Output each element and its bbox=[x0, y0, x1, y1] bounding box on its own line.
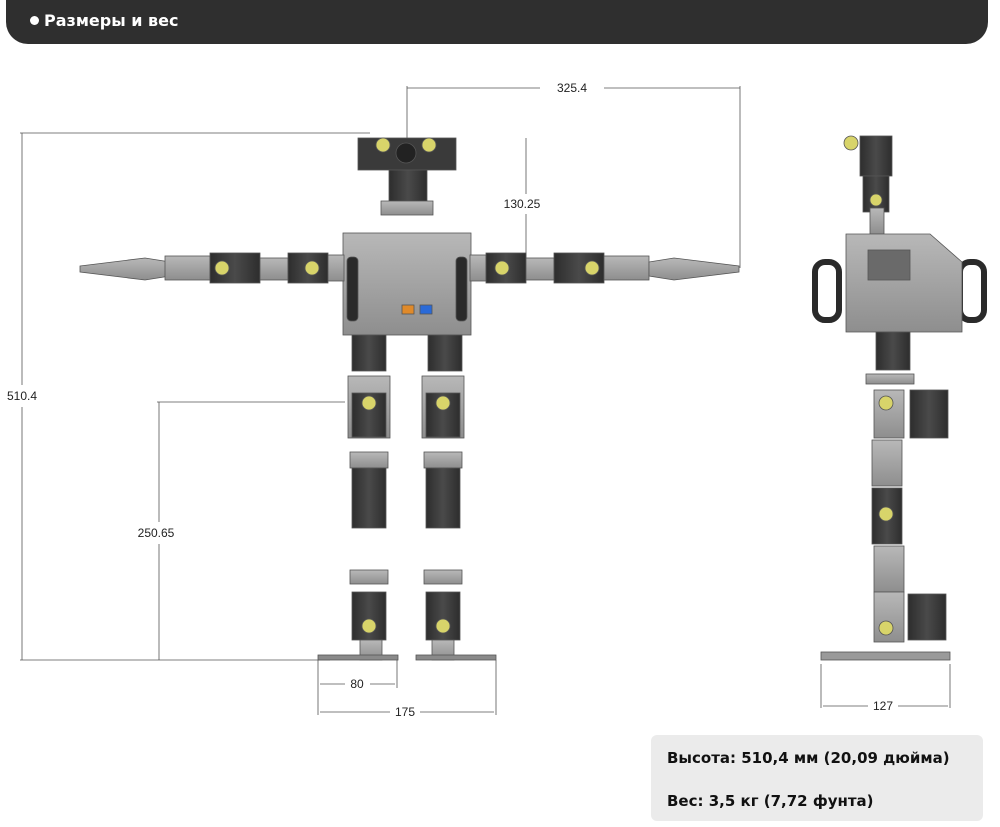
left-knee-bracket bbox=[349, 451, 389, 469]
height-spec: Высота: 510,4 мм (20,09 дюйма) bbox=[667, 749, 950, 767]
dim-leg-height-label: 250.65 bbox=[138, 526, 175, 540]
torso-handle-right bbox=[455, 256, 468, 322]
side-ankle bbox=[873, 591, 905, 643]
dimension-lines bbox=[20, 86, 951, 715]
dim-total-height-label: 510.4 bbox=[7, 389, 37, 403]
weight-spec: Вес: 3,5 кг (7,72 фунта) bbox=[667, 792, 874, 810]
left-foot bbox=[317, 654, 399, 661]
robot-front-view bbox=[79, 137, 740, 661]
specs-box: Высота: 510,4 мм (20,09 дюйма) Вес: 3,5 … bbox=[651, 735, 983, 821]
section-title: Размеры и вес bbox=[44, 11, 179, 30]
side-handle-left bbox=[812, 259, 842, 323]
left-forearm-bracket bbox=[164, 255, 211, 281]
right-hand bbox=[648, 257, 740, 281]
side-thigh bbox=[873, 389, 905, 439]
left-hip-servo bbox=[351, 334, 387, 372]
left-hand bbox=[79, 257, 171, 281]
side-handle-right bbox=[957, 259, 987, 323]
right-foot bbox=[415, 654, 497, 661]
right-upper-arm bbox=[525, 257, 555, 281]
left-upper-arm bbox=[259, 257, 289, 281]
dim-side-depth-label: 127 bbox=[873, 699, 893, 713]
robot-side-view bbox=[812, 135, 987, 661]
right-knee-bracket bbox=[423, 451, 463, 469]
side-knee-servo bbox=[909, 389, 949, 439]
dim-head-height-label: 130.25 bbox=[504, 197, 541, 211]
neck-bracket bbox=[380, 200, 434, 216]
side-ankle-servo bbox=[907, 593, 947, 641]
side-hip-servo bbox=[875, 331, 911, 371]
left-knee-servo bbox=[351, 467, 387, 529]
head-bolt-left bbox=[375, 137, 391, 153]
section-header: Размеры и вес bbox=[6, 0, 988, 44]
right-hip-servo bbox=[427, 334, 463, 372]
right-shin-bracket bbox=[423, 569, 463, 585]
bullet-icon bbox=[30, 16, 39, 25]
camera-eye bbox=[395, 142, 417, 164]
left-shin-bracket bbox=[349, 569, 389, 585]
torso-port-blue bbox=[419, 304, 433, 315]
dim-foot-width-label: 80 bbox=[350, 677, 364, 691]
right-knee-servo bbox=[425, 467, 461, 529]
side-head-servo bbox=[859, 135, 893, 177]
torso bbox=[342, 232, 472, 336]
right-forearm-bracket bbox=[603, 255, 650, 281]
dim-arm-span-label: 325.4 bbox=[557, 81, 587, 95]
dim-stance-width-label: 175 bbox=[395, 705, 415, 719]
side-torso bbox=[845, 233, 963, 333]
torso-handle-left bbox=[346, 256, 359, 322]
side-foot bbox=[820, 651, 951, 661]
head-bolt-right bbox=[421, 137, 437, 153]
torso-port-orange bbox=[401, 304, 415, 315]
